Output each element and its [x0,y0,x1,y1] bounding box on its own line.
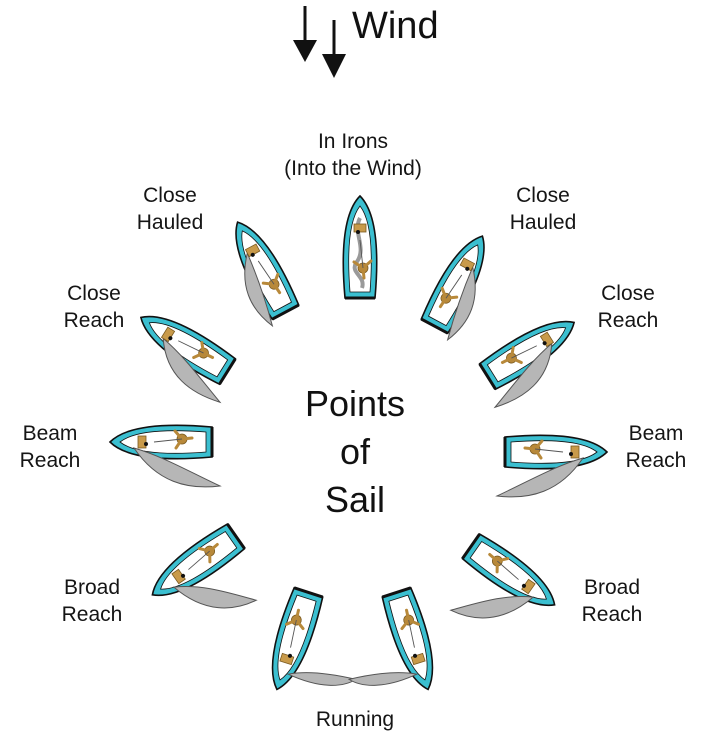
label-close-reach-left: Close Reach [48,280,140,334]
title-line-2: of [250,428,460,476]
diagram-title: Points of Sail [250,380,460,524]
boat-beam-reach-left [110,425,220,487]
boat-close-reach-left [123,303,245,405]
label-broad-reach-right: Broad Reach [566,574,658,628]
boat-beam-reach-right [497,435,607,497]
boat-in-irons [343,196,377,298]
boat-close-reach-right [470,308,592,410]
wind-arrows [293,6,346,78]
boat-close-hauled-right [417,228,505,343]
label-broad-reach-left: Broad Reach [46,574,138,628]
boat-broad-reach-left [143,523,273,648]
wind-label: Wind [352,4,439,48]
boat-close-hauled-left [215,214,303,329]
title-line-3: Sail [250,476,460,524]
label-close-reach-right: Close Reach [582,280,674,334]
title-line-1: Points [250,380,460,428]
label-beam-reach-right: Beam Reach [612,420,700,474]
label-in-irons: In Irons (Into the Wind) [268,128,438,182]
label-beam-reach-left: Beam Reach [4,420,96,474]
boat-broad-reach-right [434,533,564,658]
boat-running-right [328,587,444,711]
label-close-hauled-right: Close Hauled [493,182,593,236]
boat-running-left [261,587,377,711]
label-close-hauled-left: Close Hauled [120,182,220,236]
label-running: Running [290,706,420,733]
